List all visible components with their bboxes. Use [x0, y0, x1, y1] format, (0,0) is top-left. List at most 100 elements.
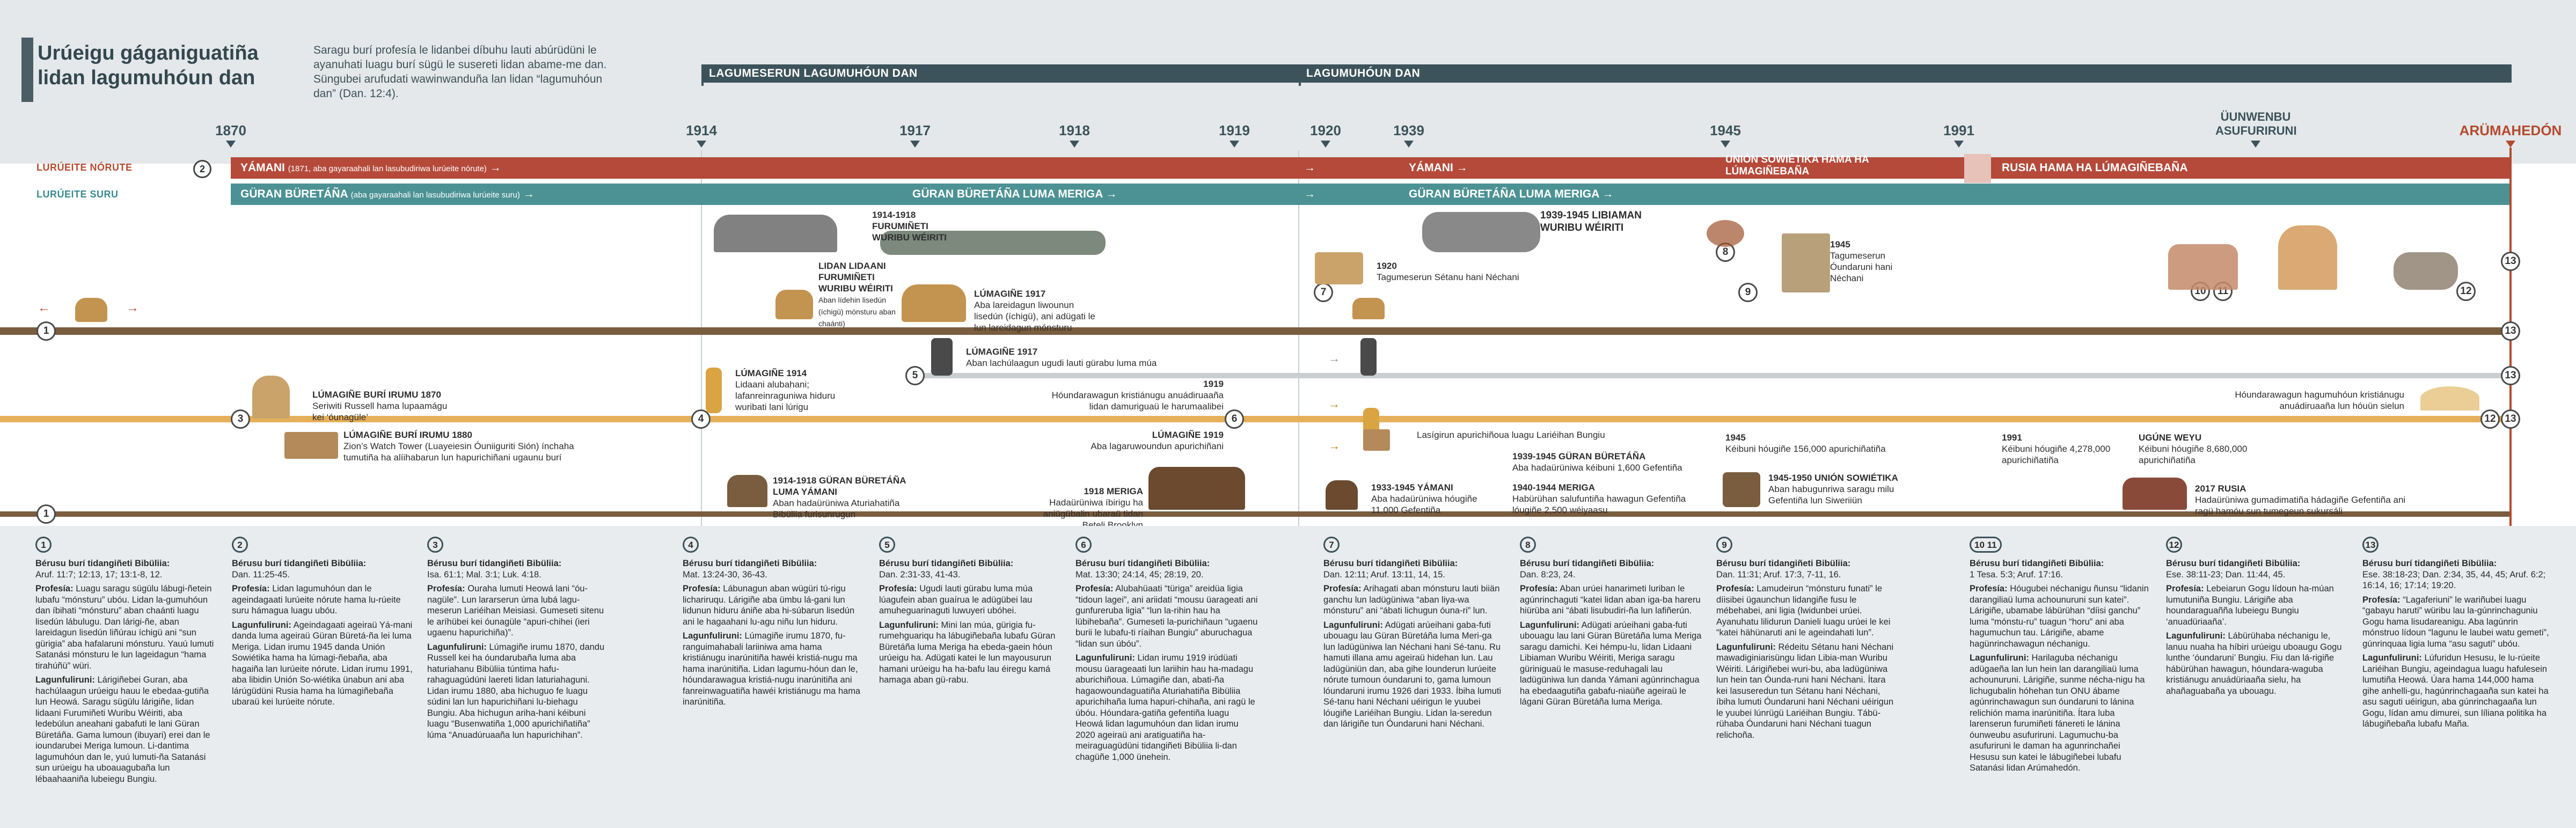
column-prophecy: Lamudeirun “mónsturu funati” le díisibei… [1716, 584, 1891, 638]
train-illustration [1723, 472, 1760, 507]
year-marker [2251, 141, 2260, 148]
column-number: 13 [2362, 537, 2379, 553]
year-1920: 1920 [1310, 122, 1341, 138]
explanation-column-4: 4 Bérusu burí tidangiñeti Bibüliia:Mat. … [683, 537, 865, 711]
event-1914-germany: 1914-1918 GÜRAN BÜRETÁÑA LUMA YÁMANI Aba… [773, 475, 928, 520]
track-wheat-line [0, 416, 2509, 422]
event-1917-image: LÚMAGIÑE 1917 Aban lachúlaagun ugudi lau… [966, 346, 1191, 369]
marker-13: 13 [2501, 252, 2520, 271]
event-1870-russell-sub: Seriwiti Russell hama lupaamágu kei ‘óun… [312, 401, 448, 422]
event-preaching: Lasígirun apurichiñoua luagu Lariéihan B… [1417, 430, 1605, 440]
event-1940-america-title: 1940-1944 MERIGA [1512, 482, 1596, 493]
year-marker [1954, 141, 1964, 148]
event-today-publishers: UGÚNE WEYU Kéibuni hóugiñe 8,680,000 apu… [2139, 432, 2257, 466]
year-1991: 1991 [1943, 122, 1974, 138]
column-prophecy-label: Profesía: [879, 584, 917, 593]
event-2017-russia: 2017 RUSIA Hadaürüniwa gumadimatiña háda… [2195, 483, 2420, 517]
league-nations-illustration [1315, 252, 1363, 284]
column-prophecy-label: Profesía: [1323, 584, 1362, 593]
explanation-column-13: 13 Bérusu burí tidangiñeti Bibüliia:Ese.… [2362, 537, 2550, 733]
marker-7: 7 [1314, 283, 1333, 302]
marker-9: 9 [1738, 283, 1758, 302]
ww1-soldiers-illustration [714, 215, 837, 252]
explanation-column-6: 6 Bérusu burí tidangiñeti Bibüliia:Mat. … [1075, 537, 1258, 766]
event-during-ww1-sub: Aban lídehin lisedún (íchigü) mónsturu a… [818, 296, 896, 328]
year-1918: 1918 [1059, 122, 1090, 138]
lion-beast-illustration [902, 284, 966, 322]
event-1939-britain-title: 1939-1945 GÜRAN BÜRETÁÑA [1512, 451, 1646, 461]
column-fulfillment-label: Lagunfuliruni: [232, 620, 291, 630]
band-germany2-name: YÁMANI [1409, 162, 1453, 174]
column-prophecy-label: Profesía: [1075, 584, 1114, 593]
column-prophecy: Lábunagun aban wügüri tú-rigu lichariruq… [683, 584, 855, 627]
column-verses-label: Bérusu burí tidangiñeti Bibüliia: [879, 559, 1014, 568]
arrow-icon: → [1328, 397, 1340, 411]
column-verses: Mat. 13:24-30, 36-43. [683, 569, 767, 580]
column-fulfillment: Mini lan múa, gürigia fu-rumehguariqu ha… [879, 620, 1056, 685]
band-transition [1964, 154, 1991, 183]
column-verses: 1 Tesa. 5:3; Aruf. 17:16. [1970, 569, 2063, 580]
column-fulfillment-label: Lagunfuliruni: [683, 631, 742, 641]
left-arrow-icon: ← [38, 301, 50, 315]
year-1919: 1919 [1219, 122, 1250, 138]
band-germany-name: YÁMANI [240, 162, 285, 174]
column-verses-label: Bérusu burí tidangiñeti Bibüliia: [232, 559, 367, 568]
era-divider [1299, 64, 1301, 86]
column-prophecy-label: Profesía: [2166, 584, 2204, 593]
explanation-column-7: 7 Bérusu burí tidangiñeti Bibüliia:Dan. … [1323, 537, 1506, 733]
column-number: 2 [232, 537, 248, 553]
column-number: 6 [1075, 537, 1092, 553]
year-1939: 1939 [1393, 122, 1424, 138]
explanations-area [0, 526, 2576, 828]
track-image-line [912, 373, 2509, 378]
event-today-publishers-title: UGÚNE WEYU [2139, 433, 2202, 443]
column-number: 4 [683, 537, 699, 553]
event-1939-britain: 1939-1945 GÜRAN BÜRETÁÑA Aba hadaürüniwa… [1512, 451, 1695, 473]
column-number: 1 [35, 537, 52, 553]
un-building-illustration [1782, 233, 1830, 292]
column-fulfillment-label: Lagunfuliruni: [1323, 620, 1383, 630]
year-marker [1721, 141, 1730, 148]
religion-illustration [2168, 244, 2238, 290]
column-fulfillment: Adügati arúeihani gaba-futi ubouagu lau … [1323, 620, 1502, 729]
iron-clay-feet-illustration [931, 338, 953, 376]
year-guide-line [701, 150, 702, 526]
column-verses-label: Bérusu burí tidangiñeti Bibüliia: [2362, 559, 2497, 568]
event-1914-wheat-title: LÚMAGIÑE 1914 [735, 368, 807, 378]
arrow-icon: → [1328, 351, 1340, 365]
event-1939-britain-sub: Aba hadaürüniwa kéibuni 1,600 Gefentiña [1512, 463, 1682, 473]
column-fulfillment: Harilaguba néchanigu adügaeña lan lun he… [1970, 653, 2145, 773]
event-1933-germany: 1933-1945 YÁMANI Aba hadaürüniwa hóugiñe… [1371, 482, 1495, 516]
column-prophecy: Hóugubei néchanigu ñunsu “lidanin darang… [1970, 584, 2149, 649]
column-number: 8 [1520, 537, 1536, 553]
band-label-soviet: UNIÓN SOWIÉTIKA HAMA HA LÚMAGIÑEBAÑA [1725, 154, 1869, 177]
marker-1: 1 [36, 504, 56, 524]
column-verses: Ese. 38:18-23; Dan. 2:34, 35, 44, 45; Ar… [2362, 569, 2546, 591]
marker-12: 12 [2456, 282, 2476, 301]
year-marker [226, 141, 236, 148]
band-britain-name: GÜRAN BÜRETÁÑA [240, 188, 348, 200]
column-verses-label: Bérusu burí tidangiñeti Bibüliia: [683, 559, 817, 568]
event-1945-soviet: 1945-1950 UNIÓN SOWIÉTIKA Aban habugunri… [1768, 472, 1913, 506]
brothers-imprisoned-illustration [1148, 467, 1245, 510]
column-prophecy: Luagu saragu sügülu lábugi-ñetein lubafu… [35, 584, 214, 671]
title-block: Urúeigu gáganiguatiña lidan lagumuhóun d… [21, 38, 274, 107]
event-1991-publishers-title: 1991 [2002, 433, 2022, 443]
column-prophecy-label: Profesía: [1716, 584, 1754, 593]
iron-clay-feet-illustration [1360, 338, 1377, 376]
column-number: 3 [427, 537, 443, 553]
column-fulfillment: Adügati arúeihani gaba-futi ubouagu lau … [1520, 620, 1702, 707]
event-1920-league-sub: Tagumeserun Sétanu hani Néchani [1377, 272, 1519, 282]
track-label-north: LURÚEITE NÓRUTE [36, 162, 133, 173]
column-fulfillment-label: Lagunfuliruni: [2362, 653, 2422, 663]
event-1940-america-sub: Habürühan salufuntiña hawagun Gefentiña … [1512, 494, 1686, 515]
band-label-germany: YÁMANI (1871, aba gayaraahali lan lasubu… [240, 162, 501, 174]
event-1917-beast-title: LÚMAGIÑE 1917 [974, 289, 1046, 299]
column-number: 10 11 [1970, 537, 2002, 553]
lion-illustration [75, 298, 107, 322]
event-1919-anointed: 1919 Hóundarawagun kristiánugu anuádirua… [1046, 378, 1224, 412]
marker-4: 4 [691, 409, 711, 429]
column-verses: Isa. 61:1; Mal. 3:1; Luk. 4:18. [427, 569, 541, 580]
gog-illustration [2394, 252, 2458, 290]
arrow-icon: → [1328, 439, 1340, 452]
